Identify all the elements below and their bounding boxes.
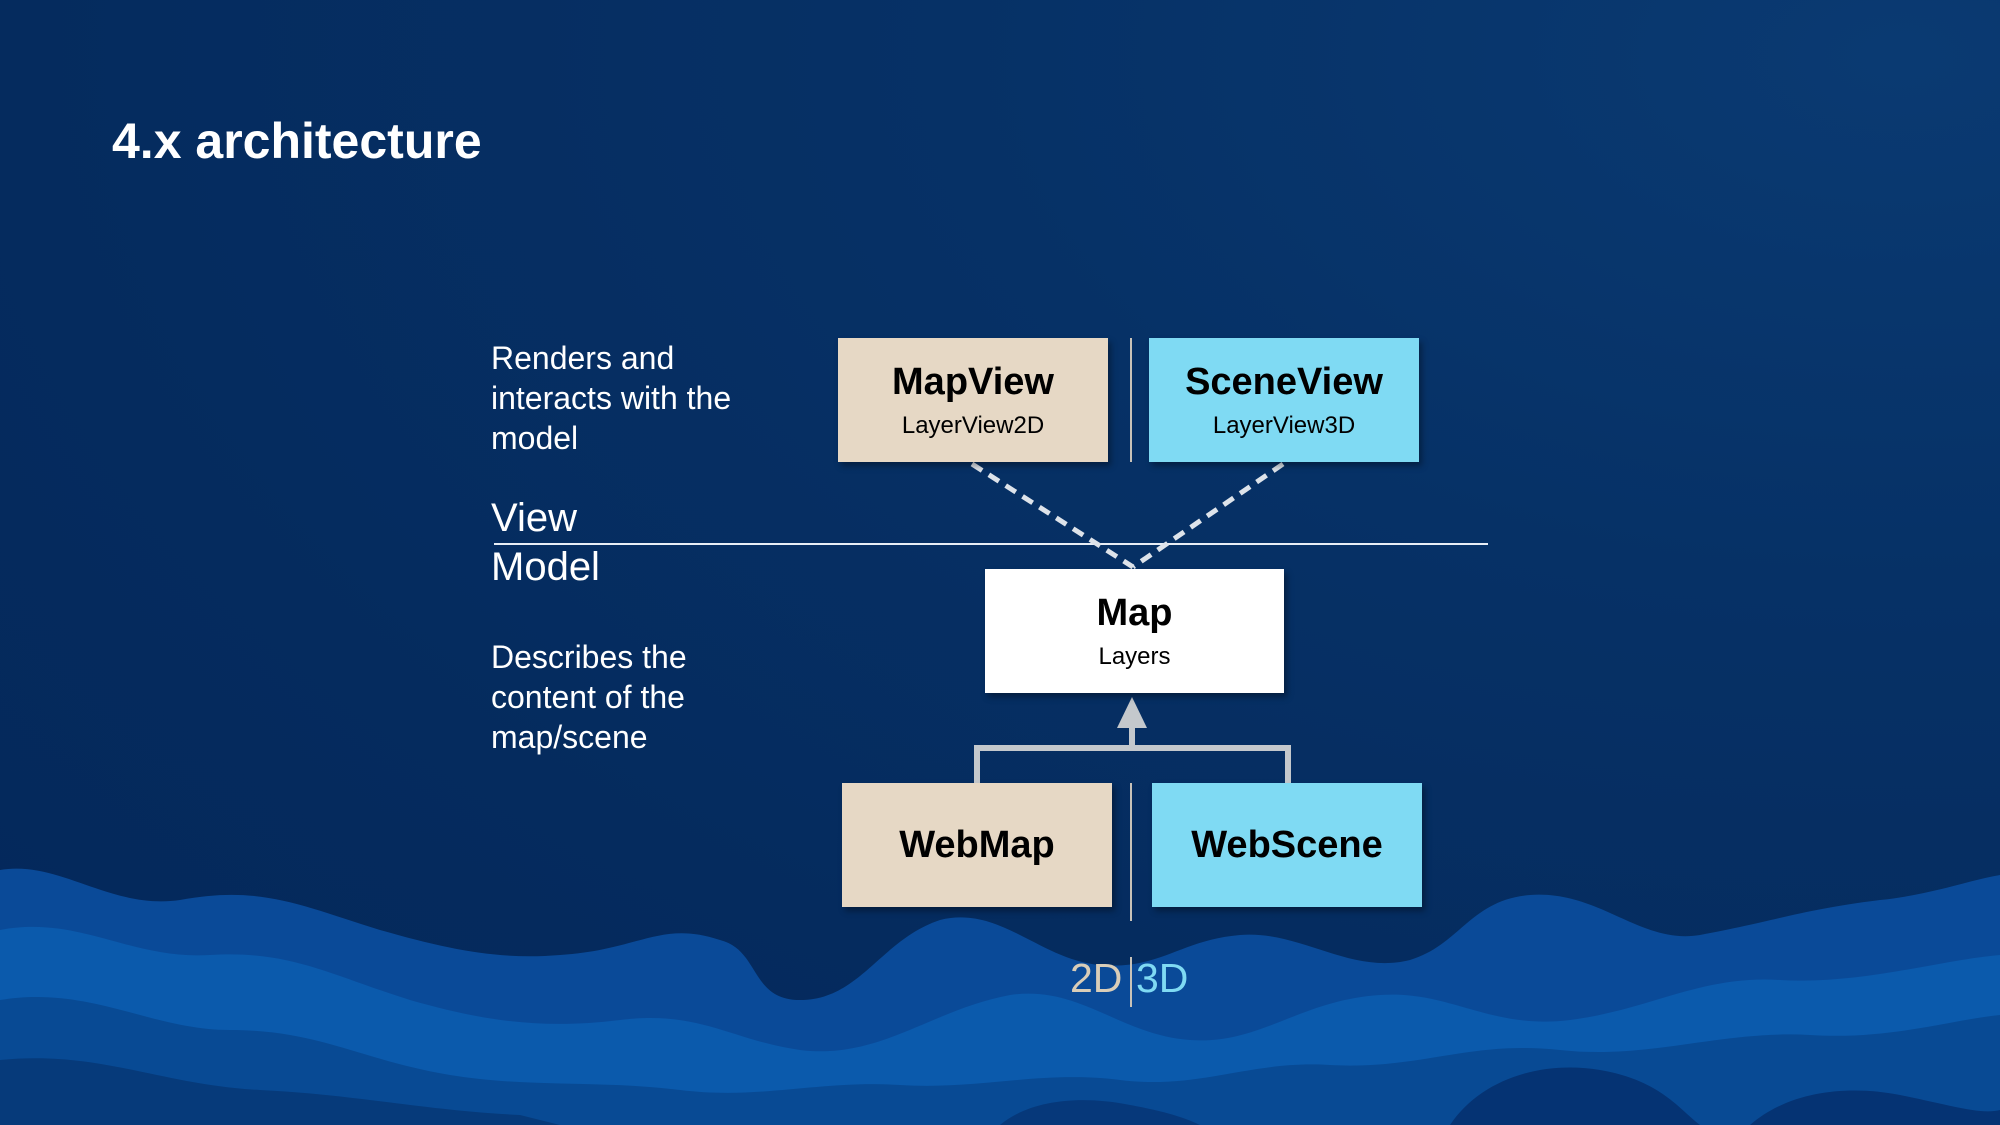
webitems-separator	[1130, 783, 1132, 921]
model-description: Describes the content of the map/scene	[491, 639, 687, 755]
map-subtitle: Layers	[1098, 642, 1171, 670]
web-items-connector	[974, 745, 1291, 783]
webmap-title: WebMap	[899, 823, 1055, 866]
map-box: Map Layers	[985, 569, 1284, 693]
sceneview-subtitle: LayerView3D	[1212, 411, 1356, 439]
model-label: Model	[491, 545, 600, 589]
view-model-divider	[494, 543, 1488, 545]
sceneview-map-connector	[1131, 461, 1285, 570]
webmap-box: WebMap	[842, 783, 1112, 907]
map-title: Map	[1096, 591, 1173, 634]
webscene-box: WebScene	[1152, 783, 1422, 907]
view-description: Renders and interacts with the model	[491, 340, 732, 456]
dimension-separator	[1130, 957, 1132, 1007]
mapview-map-connector	[970, 461, 1135, 570]
mapview-title: MapView	[892, 360, 1054, 403]
label-3d: 3D	[1136, 955, 1189, 1001]
mapview-box: MapView LayerView2D	[838, 338, 1108, 462]
slide-title: 4.x architecture	[112, 113, 482, 169]
map-arrow-head	[1117, 697, 1147, 728]
sceneview-title: SceneView	[1185, 360, 1383, 403]
webscene-title: WebScene	[1191, 823, 1383, 866]
label-2d: 2D	[1070, 955, 1123, 1001]
mapview-subtitle: LayerView2D	[901, 411, 1045, 439]
views-separator	[1130, 338, 1132, 462]
view-label: View	[491, 496, 577, 540]
sceneview-box: SceneView LayerView3D	[1149, 338, 1419, 462]
